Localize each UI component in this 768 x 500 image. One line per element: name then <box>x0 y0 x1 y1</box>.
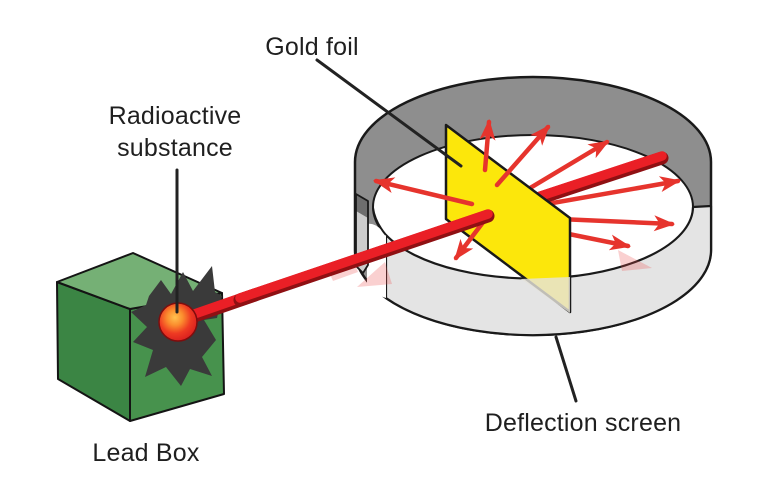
scattered-ray-arrow-up <box>479 119 496 173</box>
alpha-particle-beam <box>233 209 495 307</box>
radioactive-substance-label-line2: substance <box>117 134 233 162</box>
ray-reflection-left <box>357 262 392 287</box>
deflection-screen-label: Deflection screen <box>485 409 682 437</box>
lead-box-label: Lead Box <box>92 439 200 467</box>
gold-foil-label: Gold foil <box>265 33 359 61</box>
scattered-ray-arrow-up-right <box>494 124 551 188</box>
lead-box <box>56 252 262 422</box>
screen-rim-inner-edge <box>372 207 387 236</box>
gold-foil-leader-line <box>315 58 463 168</box>
gold-foil-shadow <box>521 277 570 313</box>
radioactive-substance-label-line1: Radioactive <box>109 102 242 130</box>
screen-cutaway-gap <box>367 223 386 298</box>
deflection-leader-line <box>554 335 578 403</box>
scattered-ray-arrow-back-left <box>373 177 475 207</box>
ray-reflection-right <box>618 250 652 271</box>
screen-front-wall <box>384 204 713 337</box>
